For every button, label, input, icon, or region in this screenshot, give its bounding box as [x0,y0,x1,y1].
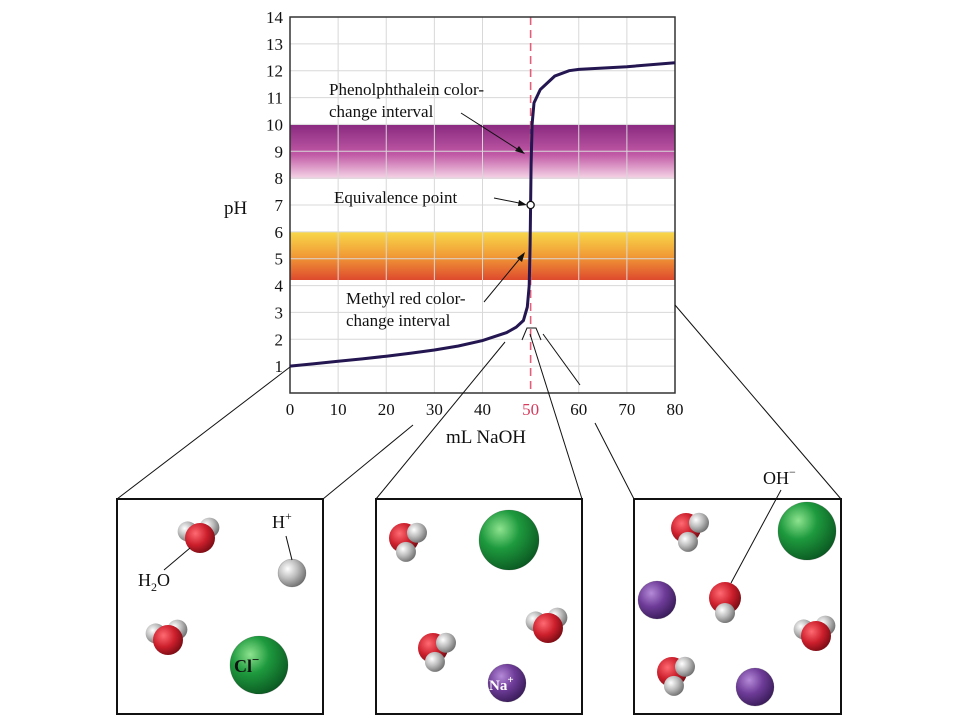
hydroxide-label: OH− [763,465,796,488]
hydrogen-atom [715,603,735,623]
proton-ion [277,558,307,588]
hydrogen-atom [435,632,456,653]
y-tick-label: 10 [266,115,283,134]
molecules-layer [145,501,837,707]
water-molecule [418,632,456,672]
oxygen-atom [801,621,831,651]
y-tick-label: 4 [275,277,284,296]
panel-before-equivalence [116,498,324,715]
water-label: H2O [138,570,170,594]
y-tick-label: 1 [275,357,284,376]
y-tick-label: 3 [275,303,284,322]
y-tick-label: 2 [275,330,284,349]
hydrogen-atom [688,512,709,533]
y-tick-label: 6 [275,223,284,242]
oxygen-atom [153,625,183,655]
x-tick-label: 30 [426,400,443,419]
annotation-methyl-red-arrowhead [517,252,525,262]
chloride-label: Cl− [234,652,259,676]
titration-curve [289,61,676,368]
hydrogen-atom [395,541,416,562]
hydrogen-atom [406,522,427,543]
annotation-methyl-red-line2: change interval [346,311,451,330]
x-tick-labels: 0 10 20 30 40 50 60 70 80 [286,400,684,419]
water-molecule [671,512,709,552]
water-molecule [793,615,836,651]
annotation-equivalence-arrowhead [518,200,527,206]
annotation-phenolphthalein-line1: Phenolphthalein color- [329,80,484,99]
y-tick-label: 11 [267,89,283,108]
water-pointer [163,547,191,571]
hydrogen-atom [674,656,695,677]
x-tick-label: 80 [667,400,684,419]
sodium-ion [735,667,775,707]
chloride-ion [777,501,837,561]
water-molecule [389,522,427,562]
y-tick-label: 13 [266,35,283,54]
hydroxide-pointer [730,489,782,584]
sodium-label: Na+ [489,674,514,694]
equivalence-point-marker [526,200,535,210]
sodium-ion [637,580,677,620]
x-axis-label: mL NaOH [446,427,526,448]
x-tick-label: 20 [378,400,395,419]
y-tick-label: 9 [275,142,284,161]
y-tick-label: 8 [275,169,284,188]
x-tick-label: 10 [330,400,347,419]
chloride-ion [478,509,540,571]
hydrogen-atom [424,651,445,672]
hydrogen-atom [677,531,698,552]
y-tick-label: 7 [275,196,284,215]
x-tick-label: 60 [570,400,587,419]
oxygen-atom [709,582,741,614]
x-tick-label: 0 [286,400,295,419]
oxygen-atom [185,523,215,553]
annotation-equivalence: Equivalence point [334,188,457,207]
x-tick-label: 40 [474,400,491,419]
annotation-phenolphthalein-pointer [460,112,523,153]
proton-label: H+ [272,509,292,532]
y-tick-label: 12 [266,62,283,81]
x-tick-label: 70 [618,400,635,419]
water-molecule [145,619,188,655]
annotation-methyl-red-pointer [483,255,523,303]
near-equivalence-bracket [521,327,542,341]
chloride-ion [229,635,289,695]
water-molecule [177,517,220,553]
annotation-phenolphthalein-line2: change interval [329,102,434,121]
y-axis-label: pH [224,198,248,219]
oxygen-atom [533,613,563,643]
annotation-phenolphthalein-arrowhead [515,146,525,154]
hydroxide-ion [709,582,741,623]
hydrogen-atom [663,675,684,696]
y-tick-label: 14 [266,8,284,27]
zoom-connectors [116,304,842,500]
water-molecule [525,607,568,643]
water-molecule [657,656,695,696]
sodium-ion [487,663,527,703]
panel-at-equivalence [375,498,583,715]
x-tick-label-equivalence: 50 [522,400,539,419]
annotation-methyl-red-line1: Methyl red color- [346,289,466,308]
y-tick-label: 5 [275,250,284,269]
plot-frame [289,16,676,394]
proton-pointer [285,535,293,561]
